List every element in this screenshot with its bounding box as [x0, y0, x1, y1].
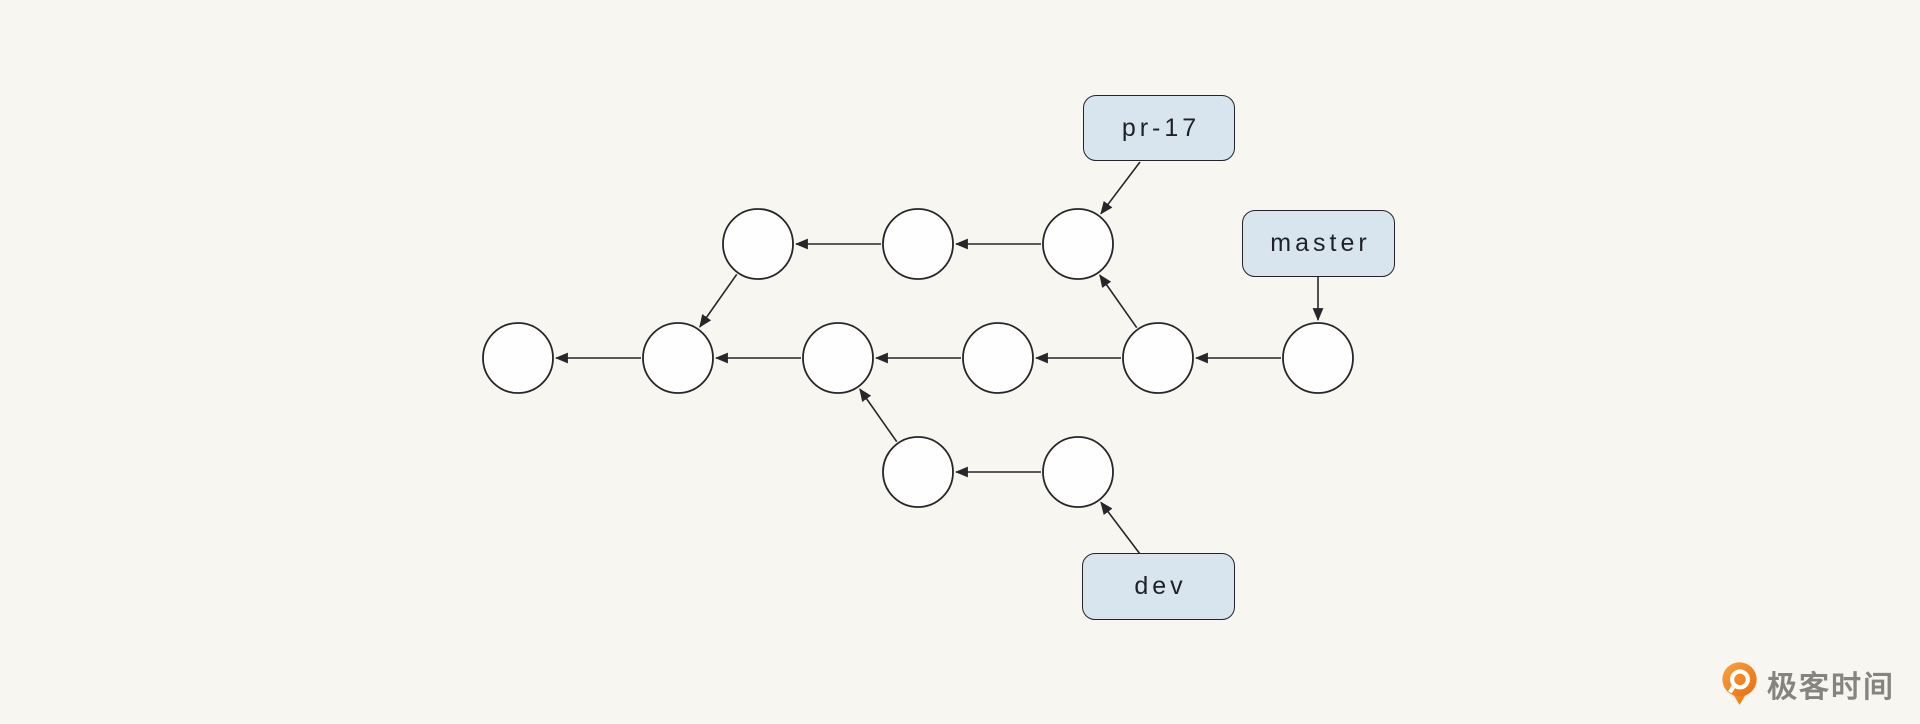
commit-node: [882, 436, 954, 508]
branch-label-arrow: [1100, 161, 1141, 215]
commit-node: [1042, 436, 1114, 508]
commit-node: [1282, 322, 1354, 394]
branch-label-text: master: [1270, 229, 1371, 257]
logo-text: 极客时间: [1767, 671, 1895, 704]
edge-layer: [554, 161, 1324, 555]
commit-edge: [1099, 274, 1138, 329]
branch-label-master: master: [1242, 210, 1395, 277]
branch-label-text: dev: [1134, 572, 1187, 600]
commit-node: [642, 322, 714, 394]
geektime-logo: 极客时间: [1721, 661, 1895, 707]
commit-node: [1042, 208, 1114, 280]
commit-node: [802, 322, 874, 394]
commit-edge: [699, 273, 738, 328]
branch-label-pr-17: pr-17: [1083, 95, 1235, 161]
branch-label-dev: dev: [1082, 553, 1235, 620]
node-layer: [482, 208, 1354, 508]
geektime-pin-icon: [1722, 662, 1757, 705]
commit-node: [482, 322, 554, 394]
branch-label-text: pr-17: [1121, 113, 1201, 142]
commit-node: [962, 322, 1034, 394]
branch-label-arrow: [1100, 501, 1141, 555]
commit-node: [722, 208, 794, 280]
commit-edge: [859, 388, 898, 443]
commit-node: [882, 208, 954, 280]
commit-node: [1122, 322, 1194, 394]
